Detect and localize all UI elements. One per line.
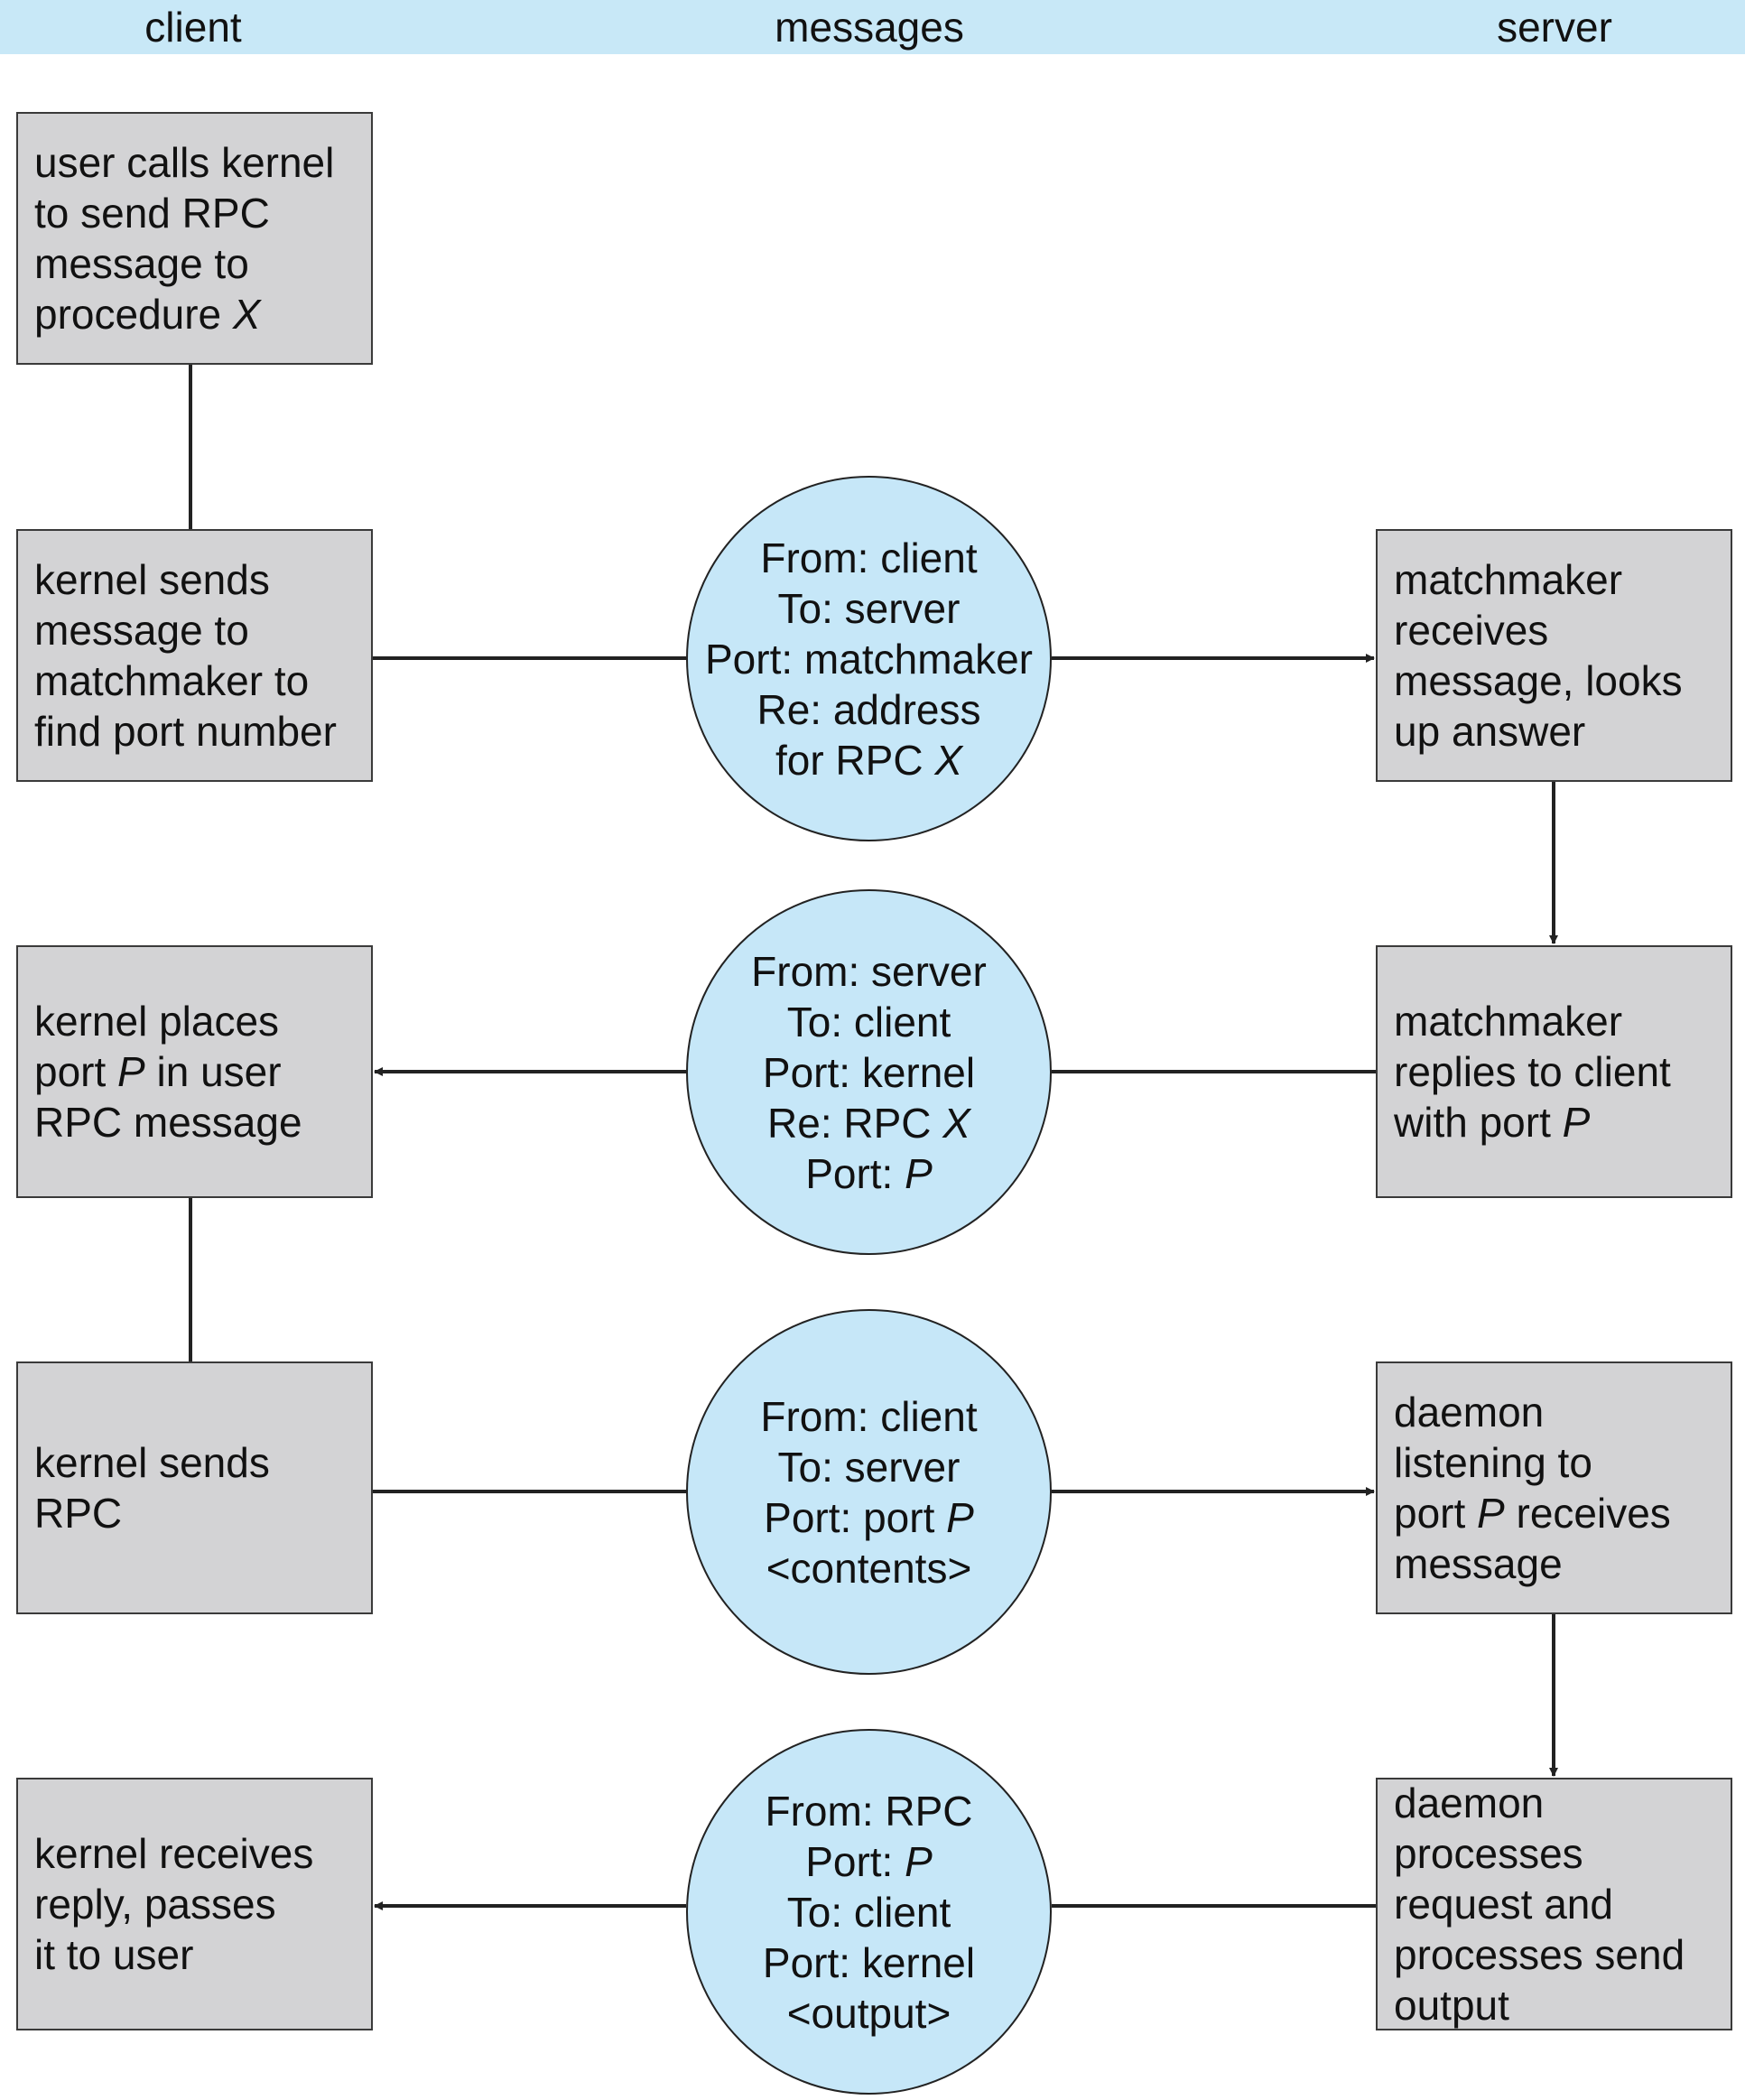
client-step-4-text: kernel sends RPC (34, 1439, 270, 1537)
server-step-3: daemon listening to port P receives mess… (1376, 1361, 1732, 1614)
client-step-5-text: kernel receives reply, passes it to user (34, 1830, 314, 1978)
client-step-5: kernel receives reply, passes it to user (16, 1778, 373, 2030)
server-step-2: matchmaker replies to client with port P (1376, 945, 1732, 1198)
client-step-1: user calls kernel to send RPC message to… (16, 112, 373, 365)
server-step-3-text: daemon listening to port P receives mess… (1394, 1389, 1671, 1587)
client-step-3-text-variable: P (117, 1048, 145, 1095)
column-title-client: client (144, 4, 242, 51)
server-step-3-text-variable: P (1477, 1490, 1505, 1537)
message-circle-1-line-5-variable: X (934, 736, 963, 784)
client-step-2: kernel sends message to matchmaker to fi… (16, 529, 373, 782)
message-circle-3-line-1: From: client (760, 1392, 978, 1440)
server-step-2-text-variable: P (1562, 1099, 1591, 1146)
message-circle-2-line-3: Port: kernel (762, 1048, 976, 1096)
server-step-2-text: matchmaker replies to client with port P (1394, 998, 1671, 1146)
message-circle-4-line-2-variable: P (905, 1837, 933, 1885)
client-step-3: kernel places port P in user RPC message (16, 945, 373, 1198)
server-step-1-text: matchmaker receives message, looks up an… (1394, 556, 1683, 755)
client-step-2-text: kernel sends message to matchmaker to fi… (34, 556, 337, 755)
server-step-4: daemon processes request and processes s… (1376, 1778, 1732, 2030)
message-circle-1-line-2: To: server (777, 584, 961, 632)
message-circle-3-line-3-variable: P (946, 1493, 974, 1541)
message-circle-2-line-4: Re: RPC X (767, 1099, 970, 1147)
client-step-4: kernel sends RPC (16, 1361, 373, 1614)
message-circle-4-line-4: Port: kernel (762, 1938, 976, 1986)
message-circle-2-line-5: Port: P (805, 1149, 933, 1197)
message-circle-2-line-1: From: server (751, 947, 987, 995)
column-title-server: server (1497, 4, 1612, 51)
column-title-messages: messages (775, 4, 964, 51)
client-step-1-text: user calls kernel to send RPC message to… (34, 139, 335, 338)
server-step-1: matchmaker receives message, looks up an… (1376, 529, 1732, 782)
message-circle-3-line-4: <contents> (766, 1544, 972, 1592)
message-circle-4-line-1: From: RPC (765, 1787, 973, 1835)
column-header-bar: client messages server (0, 0, 1745, 54)
message-circle-2-line-2: To: client (786, 998, 951, 1045)
message-circle-2-line-5-variable: P (905, 1149, 933, 1197)
message-circle-2-line-4-variable: X (942, 1099, 970, 1147)
client-step-3-text: kernel places port P in user RPC message (34, 998, 302, 1146)
message-circle-3-line-3: Port: port P (764, 1493, 974, 1541)
message-circle-4-line-2: Port: P (805, 1837, 933, 1885)
message-circle-1-line-4: Re: address (756, 685, 981, 733)
server-step-4-text: daemon processes request and processes s… (1394, 1779, 1685, 2029)
message-circle-3-line-2: To: server (777, 1443, 961, 1491)
message-circle-1-line-5: for RPC X (775, 736, 963, 784)
message-circle-1-line-3: Port: matchmaker (705, 635, 1033, 683)
client-step-1-text-variable: X (232, 291, 261, 338)
message-circle-4-line-3: To: client (786, 1888, 951, 1936)
message-circle-4-line-5: <output> (786, 1989, 951, 2037)
message-circle-1-line-1: From: client (760, 534, 978, 581)
